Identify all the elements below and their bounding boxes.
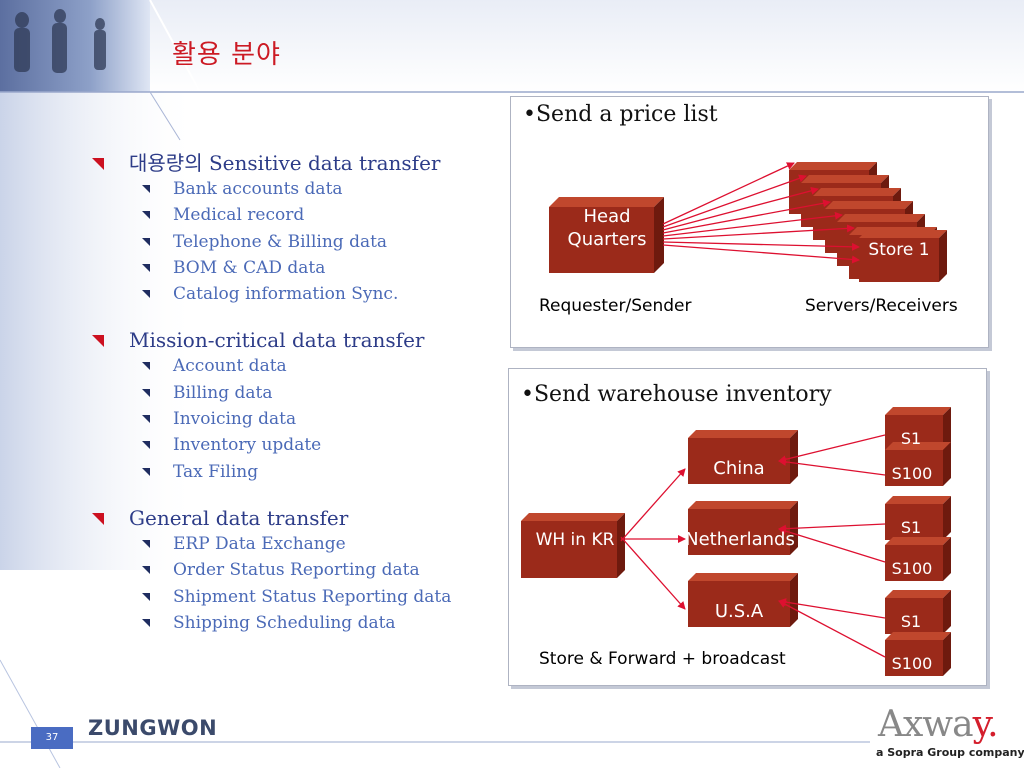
list-item: Medical record (92, 202, 492, 228)
list-item: Account data (92, 353, 492, 379)
bullet-marker-icon (92, 158, 104, 170)
store-s1-label: S1 (900, 518, 922, 537)
header-photo (0, 0, 150, 92)
warehouse-inventory-panel: •Send warehouse inventory (508, 368, 987, 686)
broadcast-arrows (662, 162, 860, 264)
bullet-section-sensitive: 대용량의 Sensitive data transfer Bank accoun… (92, 150, 492, 307)
store-s1-label: S1 (900, 429, 922, 448)
wh-kr-box (521, 513, 625, 578)
list-item: Bank accounts data (92, 176, 492, 202)
store-forward-caption: Store & Forward + broadcast (539, 649, 786, 669)
store-boxes (885, 407, 951, 676)
sub-bullet-marker-icon (142, 290, 150, 299)
price-list-diagram (549, 162, 947, 282)
bullet-section-general: General data transfer ERP Data Exchange … (92, 505, 492, 636)
bullet-title: 대용량의 Sensitive data transfer (129, 151, 441, 175)
sub-bullet-marker-icon (142, 592, 150, 601)
list-item: ERP Data Exchange (92, 531, 492, 557)
sub-bullet-marker-icon (142, 441, 150, 450)
bullet-section-mission-critical: Mission-critical data transfer Account d… (92, 327, 492, 484)
bullet-marker-icon (92, 335, 104, 348)
netherlands-box (688, 501, 798, 555)
bullet-marker-icon (92, 512, 104, 525)
list-item: Invoicing data (92, 406, 492, 432)
store-stack (789, 162, 947, 282)
sub-bullet-marker-icon (142, 211, 150, 220)
sub-bullet-marker-icon (142, 566, 150, 575)
bullet-title: Mission-critical data transfer (129, 328, 425, 353)
axway-tagline: a Sopra Group company (876, 746, 1024, 759)
page-number: 37 (31, 727, 73, 749)
usa-box (688, 573, 798, 627)
wh-kr-label: WH in KR (535, 530, 615, 550)
store-1-label: Store 1 (868, 240, 930, 260)
axway-logo: Axway. (878, 704, 999, 745)
list-item: BOM & CAD data (92, 255, 492, 281)
hub-china-label: China (713, 458, 765, 479)
sub-bullet-marker-icon (142, 185, 150, 193)
head-quarters-box (549, 197, 664, 273)
price-list-panel: •Send a price list (510, 96, 989, 348)
slide-title: 활용 분야 (172, 40, 281, 70)
zungwon-logo: ZUNGWON (88, 716, 217, 740)
sub-bullet-marker-icon (142, 467, 150, 476)
store-s100-label: S100 (891, 654, 933, 673)
bullet-list: 대용량의 Sensitive data transfer Bank accoun… (92, 150, 492, 656)
sub-bullet-marker-icon (142, 415, 150, 424)
warehouse-diagram (521, 407, 951, 676)
requester-sender-caption: Requester/Sender (539, 296, 692, 316)
list-item: Telephone & Billing data (92, 229, 492, 255)
list-item: Order Status Reporting data (92, 557, 492, 583)
list-item: Tax Filing (92, 459, 492, 485)
list-item: Catalog information Sync. (92, 281, 492, 307)
store-s100-label: S100 (891, 464, 933, 483)
sub-bullet-marker-icon (142, 388, 150, 397)
price-list-title: •Send a price list (523, 102, 718, 127)
list-item: Inventory update (92, 432, 492, 458)
warehouse-inventory-title: •Send warehouse inventory (521, 382, 832, 407)
sub-bullet-marker-icon (142, 618, 150, 627)
distribution-arrows (620, 434, 886, 658)
list-item: Shipping Scheduling data (92, 610, 492, 636)
store-s1-label: S1 (900, 612, 922, 631)
zungwon-logo-text: ZUNGWON (88, 716, 218, 740)
servers-receivers-caption: Servers/Receivers (805, 296, 958, 316)
bullet-title: General data transfer (129, 505, 349, 530)
sub-bullet-marker-icon (142, 263, 150, 272)
list-item: Billing data (92, 380, 492, 406)
store-s100-label: S100 (891, 559, 933, 578)
people-silhouettes (14, 9, 106, 73)
hub-netherlands-label: Netherlands (685, 529, 795, 550)
sub-bullet-marker-icon (142, 539, 150, 548)
sub-bullet-marker-icon (142, 237, 150, 246)
head-quarters-label: Head Quarters (567, 206, 647, 250)
list-item: Shipment Status Reporting data (92, 584, 492, 610)
sub-bullet-marker-icon (142, 362, 150, 371)
hub-usa-label: U.S.A (714, 601, 764, 622)
store-1-box (859, 230, 947, 282)
